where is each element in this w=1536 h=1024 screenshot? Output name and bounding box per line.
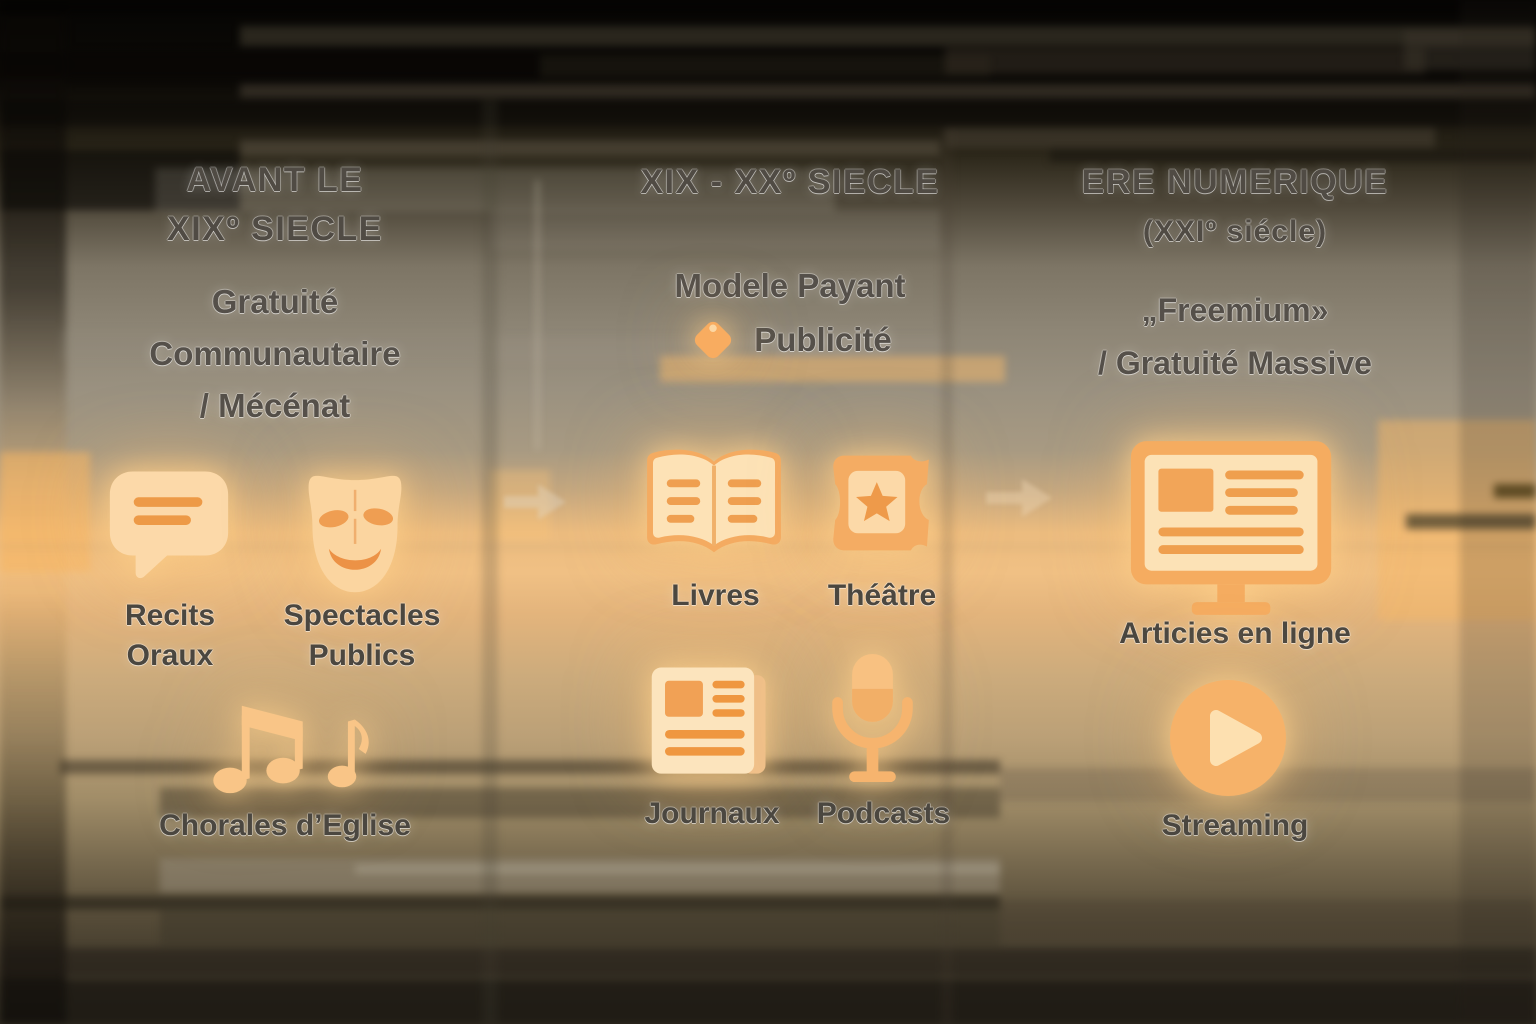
glitch-bar [490,470,550,540]
item-label: Streaming [1161,809,1309,842]
speech-bubble-icon [102,462,236,586]
column-subtitle: Publicité [754,321,892,358]
price-tag-icon [688,315,738,365]
glitch-bar [155,168,835,212]
glitch-bar [240,26,1536,46]
newspaper-icon [642,658,780,786]
item-label: Podcasts [816,797,951,830]
glitch-bar [1406,514,1536,529]
glitch-bar [160,788,1000,818]
glitch-bar [490,210,940,250]
glitch-bar [160,858,1000,892]
column-title-sub: (XXIº siécle) [1142,215,1328,248]
flow-arrow-icon [500,476,572,533]
glitch-bar [1050,148,1536,162]
glitch-bar [1494,484,1536,498]
item-label: Livres [671,579,760,612]
column-subtitle: Gratuité Communautaire / Mécénat [149,283,401,424]
glitch-bar [1000,900,1536,940]
theater-mask-icon [297,455,413,600]
column-divider [941,130,953,1024]
glitch-bar [945,128,1435,148]
glitch-bar [945,48,1425,74]
ticket-icon [818,450,946,556]
column-subtitle: Modele Payant [674,267,906,304]
glitch-bar [0,52,540,78]
glitch-bar [660,356,1005,382]
play-circle-icon [1166,676,1290,800]
column-divider [482,100,498,1024]
glitch-bar [160,904,1000,946]
glitch-bar [240,84,1536,98]
glitch-bar [0,980,1536,1024]
column-title: ERE NUMERIQUE [1081,163,1389,201]
glitch-bar [0,100,1536,126]
item-label: Articies en ligne [1119,617,1351,650]
item-label: Spectacles Publics [283,599,441,672]
glitch-bar [536,180,539,450]
glitch-bar [540,55,990,77]
glitch-bar [240,140,940,156]
monitor-article-icon [1126,436,1342,618]
glitch-bar [0,150,240,210]
item-label: Théâtre [827,579,937,612]
glitch-bar [60,330,490,360]
glitch-bar [0,0,1536,14]
column-subtitle: „Freemium» / Gratuité Massive [1098,292,1372,381]
flow-arrow-icon [982,470,1058,531]
music-notes-icon [198,690,376,803]
glitch-bar [1460,0,1536,1024]
glitch-bar [0,948,1536,976]
column-title: AVANT LE XIXº SIECLE [167,161,383,248]
item-label: Chorales d’Eglise [159,809,411,842]
glitch-bar [355,864,1000,874]
item-label: Recits Oraux [124,599,216,672]
glitch-bar [0,452,90,572]
glitch-bar [1404,30,1536,70]
glitch-bar [0,545,1536,549]
microphone-icon [824,648,921,789]
column-title: XIX - XXº SIECLE [640,163,940,201]
open-book-icon [640,444,788,567]
item-label: Journaux [644,797,780,830]
